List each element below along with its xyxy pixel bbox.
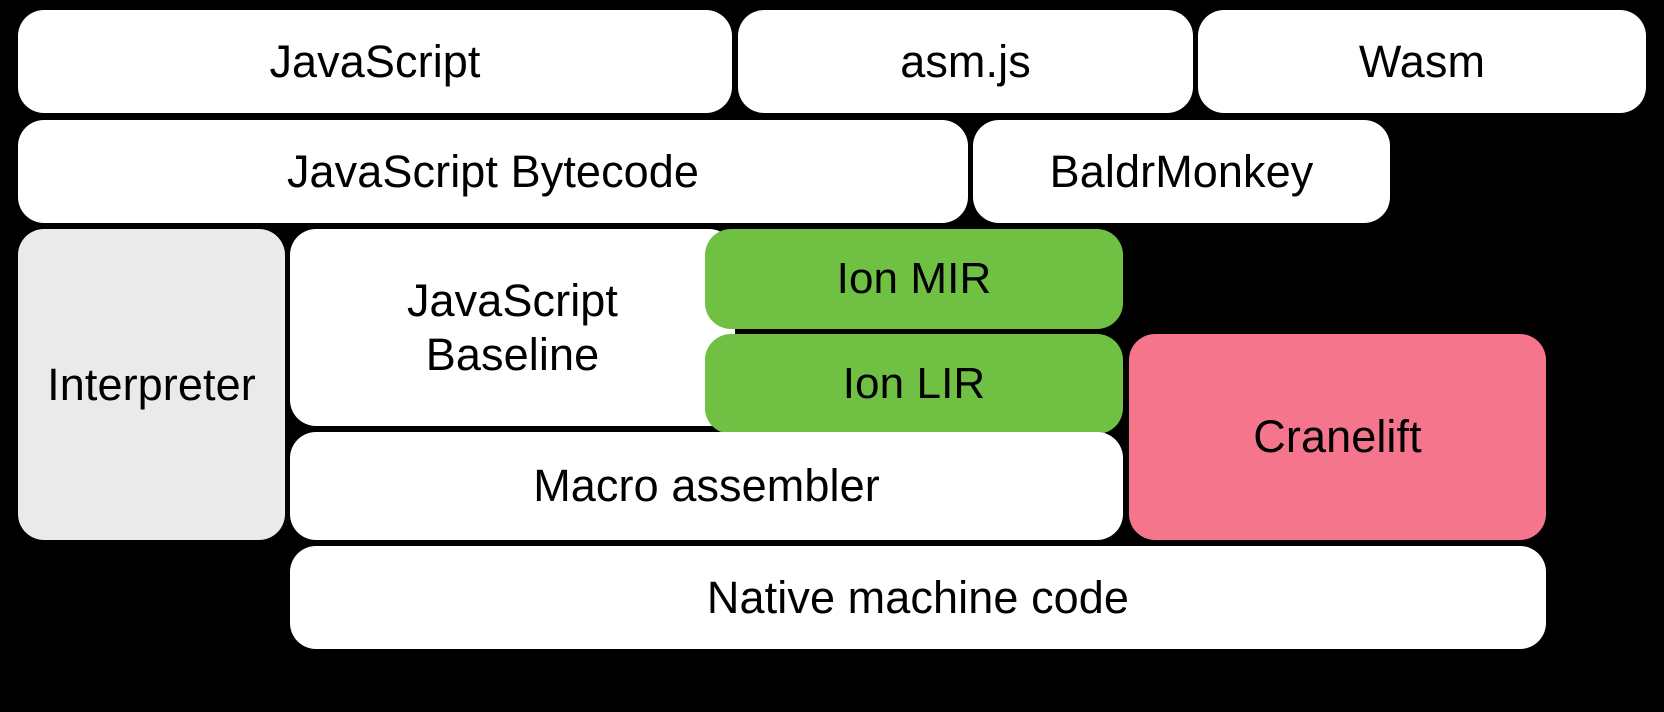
- node-native-machine-code-label: Native machine code: [706, 571, 1130, 623]
- node-asm-js[interactable]: asm.js: [738, 10, 1193, 113]
- node-macro-assembler[interactable]: Macro assembler: [290, 432, 1123, 540]
- node-baldrmonkey[interactable]: BaldrMonkey: [973, 120, 1390, 223]
- node-macro-assembler-label: Macro assembler: [533, 460, 880, 512]
- node-javascript-label: JavaScript: [269, 35, 481, 87]
- node-native-machine-code[interactable]: Native machine code: [290, 546, 1546, 649]
- node-wasm[interactable]: Wasm: [1198, 10, 1646, 113]
- node-baldrmonkey-label: BaldrMonkey: [1049, 145, 1314, 197]
- node-javascript-bytecode[interactable]: JavaScript Bytecode: [18, 120, 968, 223]
- node-interpreter[interactable]: Interpreter: [18, 229, 285, 540]
- node-javascript-baseline-label: JavaScript Baseline: [406, 275, 619, 380]
- node-cranelift[interactable]: Cranelift: [1129, 334, 1546, 540]
- node-ion-mir-label: Ion MIR: [836, 254, 992, 304]
- node-ion-lir-label: Ion LIR: [842, 359, 986, 409]
- node-ion-mir[interactable]: Ion MIR: [705, 229, 1123, 329]
- node-wasm-label: Wasm: [1358, 35, 1486, 87]
- node-javascript-bytecode-label: JavaScript Bytecode: [286, 145, 700, 197]
- node-interpreter-label: Interpreter: [47, 358, 256, 410]
- node-javascript-baseline[interactable]: JavaScript Baseline: [290, 229, 735, 426]
- node-javascript[interactable]: JavaScript: [18, 10, 732, 113]
- node-asm-js-label: asm.js: [900, 35, 1031, 87]
- node-cranelift-label: Cranelift: [1253, 411, 1422, 463]
- node-ion-lir[interactable]: Ion LIR: [705, 334, 1123, 434]
